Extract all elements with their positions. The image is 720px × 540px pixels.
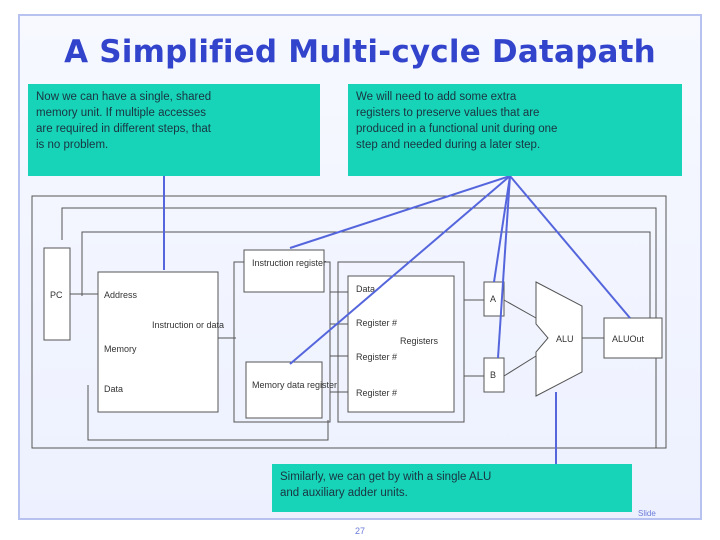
instruction-register-block: Instruction register xyxy=(243,249,326,293)
callout-left-line: is no problem. xyxy=(36,138,109,151)
pointer-to-b-register xyxy=(497,175,511,359)
callout-left-line: are required in different steps, that xyxy=(36,122,211,135)
b-out-wire xyxy=(503,355,537,377)
inner-feedback-wire xyxy=(81,231,651,330)
regfile-register2-label: Register # xyxy=(356,352,397,362)
aluout-box xyxy=(603,317,663,359)
b-register-block: B xyxy=(483,357,505,393)
b-register-label: B xyxy=(490,370,496,380)
bottom-feedback-wire xyxy=(87,385,329,441)
memory-data-label: Data xyxy=(104,384,123,394)
ab-wires xyxy=(464,299,537,377)
memory-box xyxy=(97,271,219,413)
pc-box xyxy=(43,247,71,341)
callout-right-line: produced in a functional unit during one xyxy=(356,122,558,135)
pointer-to-aluout xyxy=(509,175,631,319)
regfile-register3-label: Register # xyxy=(356,388,397,398)
callout-right-line: We will need to add some extra xyxy=(356,91,517,103)
regfile-data-label: Data xyxy=(356,284,375,294)
callout-bottom-line: and auxiliary adder units. xyxy=(280,486,408,499)
memory-block: Address Memory Data Instruction or data xyxy=(97,271,224,413)
callout-right-line: step and needed during a later step. xyxy=(356,138,541,151)
callout-shared-memory: Now we can have a single, shared memory … xyxy=(28,84,320,176)
memory-data-register-block: Memory data register xyxy=(245,361,337,419)
mdr-box xyxy=(245,361,323,419)
callout-pointers xyxy=(163,175,631,464)
instruction-register-label: Instruction register xyxy=(252,258,326,268)
pc-block: PC xyxy=(43,247,71,341)
footer-label: Slide xyxy=(638,509,656,518)
aluout-label: ALUOut xyxy=(612,334,645,344)
mdr-label: Memory data register xyxy=(252,380,337,390)
regfile-input-wires xyxy=(330,291,350,393)
register-group-outer xyxy=(337,261,465,423)
page-number: 27 xyxy=(354,526,365,536)
regfile-register1-label: Register # xyxy=(356,318,397,328)
instruction-register-box xyxy=(243,249,325,293)
pointer-to-instruction-register xyxy=(289,175,511,249)
a-register-label: A xyxy=(490,294,496,304)
register-file-block: Data Register # Registers Register # Reg… xyxy=(337,261,465,423)
slide-title: A Simplified Multi-cycle Datapath xyxy=(64,34,656,70)
alu-label: ALU xyxy=(556,334,574,344)
aluout-block: ALUOut xyxy=(603,317,663,359)
memory-address-label: Address xyxy=(104,290,138,300)
callout-single-alu: Similarly, we can get by with a single A… xyxy=(272,464,632,512)
alu-block: ALU xyxy=(535,281,583,397)
callout-extra-registers: We will need to add some extra registers… xyxy=(348,84,682,176)
memory-output-label: Instruction or data xyxy=(152,320,224,330)
pointer-to-a-register xyxy=(493,175,511,283)
b-register-box xyxy=(483,357,505,393)
callout-bottom-line: Similarly, we can get by with a single A… xyxy=(280,471,492,483)
outer-wire-loop xyxy=(31,195,667,449)
callout-left-line: memory unit. If multiple accesses xyxy=(36,106,207,119)
pc-label: PC xyxy=(50,290,63,300)
a-out-wire xyxy=(503,299,537,319)
callout-left-line: Now we can have a single, shared xyxy=(36,91,212,103)
memory-label: Memory xyxy=(104,344,137,354)
pointer-to-mdr xyxy=(289,175,511,365)
callout-right-line: registers to preserve values that are xyxy=(356,106,540,119)
alu-shape xyxy=(535,281,583,397)
regfile-registers-label: Registers xyxy=(400,336,439,346)
